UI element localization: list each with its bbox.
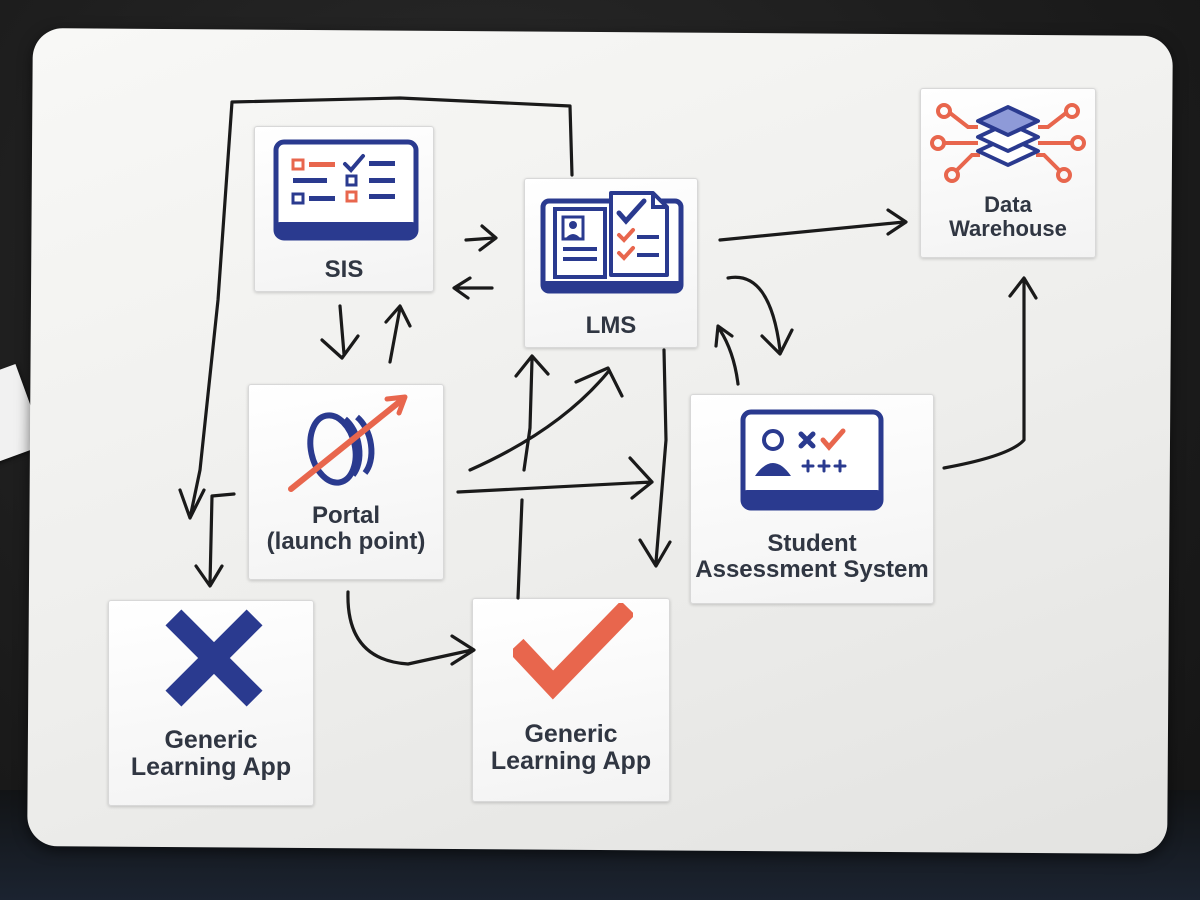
node-generic-learning-app-check-label: Generic Learning App	[473, 721, 669, 775]
node-lms[interactable]: LMS	[524, 178, 698, 348]
node-student-assessment-system-label: Student Assessment System	[691, 531, 933, 583]
portal-ring-arrow-icon	[288, 394, 408, 492]
sis-dashboard-icon	[273, 139, 419, 241]
node-portal[interactable]: Portal (launch point)	[248, 384, 444, 580]
node-data-warehouse[interactable]: Data Warehouse	[920, 88, 1096, 258]
node-student-assessment-system-label-line2: Assessment System	[695, 555, 929, 583]
data-layers-network-icon	[930, 103, 1086, 183]
node-generic-learning-app-x-label-line1: Generic	[164, 726, 258, 754]
node-generic-learning-app-x-label: Generic Learning App	[109, 727, 313, 781]
node-sis-label: SIS	[324, 256, 364, 283]
x-mark-icon	[165, 609, 263, 707]
node-sis[interactable]: SIS	[254, 126, 434, 292]
assessment-screen-icon	[740, 409, 884, 511]
node-generic-learning-app-x-label-line2: Learning App	[130, 753, 292, 781]
node-generic-learning-app-check-label-line1: Generic	[524, 720, 618, 748]
node-portal-label-line1: Portal	[311, 502, 380, 529]
node-portal-label: Portal (launch point)	[249, 503, 443, 555]
node-student-assessment-system-label-line1: Student	[767, 530, 857, 557]
node-generic-learning-app-check[interactable]: Generic Learning App	[472, 598, 670, 802]
node-data-warehouse-label-line1: Data	[984, 192, 1032, 217]
node-data-warehouse-label: Data Warehouse	[921, 193, 1095, 241]
check-mark-icon	[513, 603, 633, 700]
node-generic-learning-app-x[interactable]: Generic Learning App	[108, 600, 314, 806]
node-student-assessment-system[interactable]: Student Assessment System	[690, 394, 934, 604]
lms-book-checklist-icon	[540, 191, 684, 294]
node-generic-learning-app-check-label-line2: Learning App	[490, 747, 652, 775]
node-data-warehouse-label-line2: Warehouse	[949, 215, 1067, 241]
node-portal-label-line2: (launch point)	[266, 527, 426, 555]
node-lms-label: LMS	[585, 312, 637, 339]
